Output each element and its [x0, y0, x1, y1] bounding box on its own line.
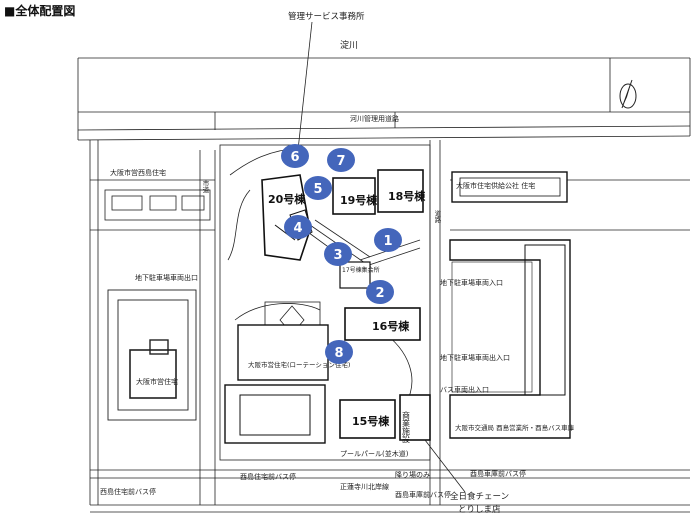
building-18-label: 18号棟	[388, 189, 426, 203]
road-left-label: 市道	[201, 179, 209, 195]
city-housing-lower-block	[107, 289, 197, 421]
building-20-label: 20号棟	[268, 192, 306, 206]
leader-lines	[297, 21, 466, 493]
river-band	[77, 57, 691, 141]
shop-building	[399, 394, 431, 441]
marker-4[interactable]: 4	[284, 215, 312, 239]
marker-7[interactable]: 7	[327, 148, 355, 172]
management-office-label: 管理サービス事務所	[288, 11, 365, 22]
building-15	[339, 399, 396, 439]
building-19-label: 19号棟	[340, 193, 378, 207]
svg-text:7: 7	[336, 154, 345, 169]
bus-stop-left-label: 西島住宅前バス停	[100, 487, 156, 496]
city-housing-lower-label: 大阪市営住宅	[136, 377, 178, 386]
meeting-hall-label: 17号棟集会所	[342, 266, 380, 274]
marker-8[interactable]: 8	[325, 340, 353, 364]
svg-text:3: 3	[333, 248, 342, 263]
city-housing-corp-label: 大阪市住宅供給公社 住宅	[456, 181, 535, 190]
chain-store-name-label: とりしま店	[458, 504, 501, 515]
chain-store-label: 全日食チェーン	[450, 491, 509, 502]
marker-6[interactable]: 6	[281, 144, 309, 168]
north-road-label: 正蓮寺川北岸線	[340, 482, 389, 491]
svg-text:1: 1	[383, 234, 392, 249]
bus-depot-label: 大阪市交通局 酉島営業所・酉島バス車庫	[455, 423, 575, 432]
pool-path-label: プールパール(並木道)	[340, 449, 409, 458]
north-arrow-icon	[619, 79, 637, 109]
rotation-housing-block	[224, 324, 329, 444]
building-16	[344, 307, 421, 341]
svg-text:6: 6	[290, 150, 299, 165]
building-19	[332, 177, 376, 215]
nishijima-housing-block	[104, 189, 211, 221]
city-housing-nishijima-label: 大阪市営西島住宅	[110, 168, 166, 177]
map-title: ■全体配置図	[4, 4, 76, 18]
meeting-hall	[339, 261, 371, 289]
svg-text:4: 4	[293, 221, 302, 236]
bus-stop-mid-label: 酉島住宅前バス停	[240, 472, 296, 481]
svg-text:2: 2	[375, 286, 384, 301]
marker-1[interactable]: 1	[374, 228, 402, 252]
marker-3[interactable]: 3	[324, 242, 352, 266]
bus-stop-right-label: 酉島車庫前バス停	[470, 469, 526, 478]
marker-2[interactable]: 2	[366, 280, 394, 304]
garage-exit-only-label: 降り場のみ	[395, 470, 430, 479]
svg-text:5: 5	[313, 182, 322, 197]
river-road-label: 河川管理用道路	[350, 114, 399, 123]
parking-entry-label: 地下駐車場車両入口	[440, 278, 503, 287]
parking-exit-left-label: 地下駐車場車両出口	[135, 273, 198, 282]
bus-depot-block	[449, 239, 571, 439]
building-18	[377, 169, 424, 213]
river-label: 淀川	[340, 39, 358, 51]
bus-entry-label: バス車両出入口	[440, 385, 489, 394]
shop-label: 商業施設	[402, 410, 411, 444]
rotation-housing-label: 大阪市営住宅(ローテーション住宅)	[248, 360, 350, 369]
parking-exit-right-label: 地下駐車場車両出入口	[440, 353, 510, 362]
marker-5[interactable]: 5	[304, 176, 332, 200]
bus-stop-bottom-label: 酉島車庫前バス停	[395, 490, 451, 499]
building-15-label: 15号棟	[352, 414, 390, 428]
building-16-label: 16号棟	[372, 319, 410, 333]
road-right-label: 道路	[433, 209, 441, 225]
housing-corp-block	[451, 171, 568, 203]
svg-text:8: 8	[334, 346, 343, 361]
